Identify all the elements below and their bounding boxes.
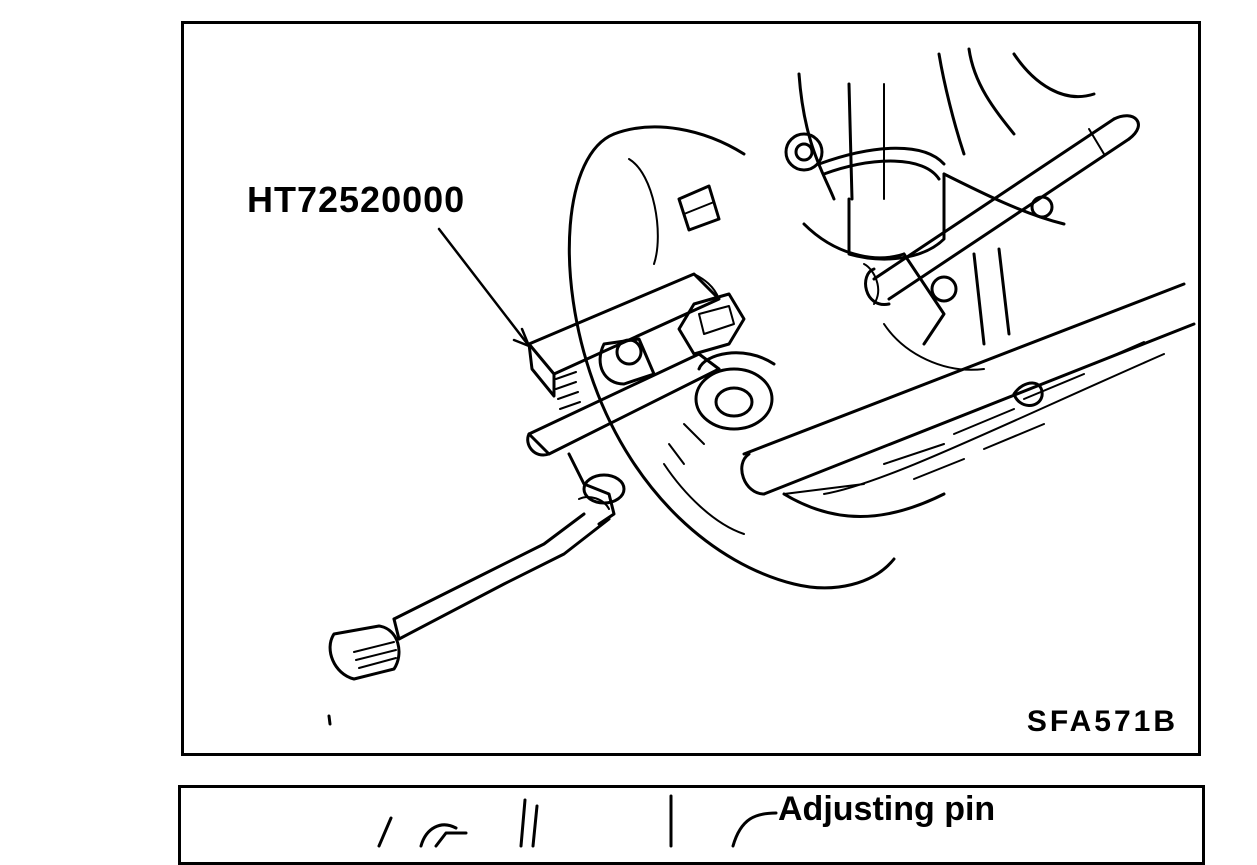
suspension-illustration	[327, 47, 1196, 726]
adjusting-pin-illustration	[377, 794, 778, 848]
figure-panel-bottom: Adjusting pin	[178, 785, 1205, 865]
figure-panel-top: HT72520000 SFA571B	[181, 21, 1201, 756]
part-number-label: HT72520000	[247, 179, 466, 220]
adjusting-pin-label: Adjusting pin	[778, 790, 996, 828]
figure-code: SFA571B	[1026, 705, 1178, 738]
